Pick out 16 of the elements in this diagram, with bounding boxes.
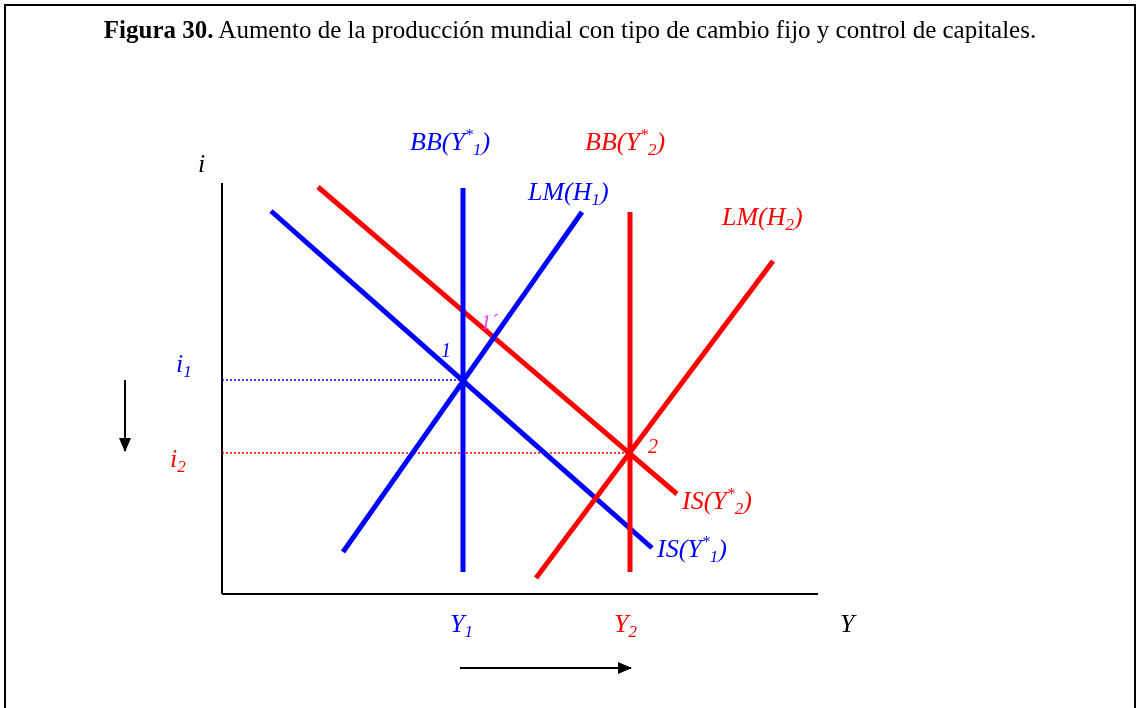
curve-label: BB(Y$^{*}$$_{2}$) — [585, 128, 666, 156]
curve-label: IS(Y$^{*}$$_{2}$) — [682, 487, 752, 515]
curve-label: IS(Y$^{*}$$_{1}$) — [657, 535, 727, 563]
axis-value-label: Y$_{2}$ — [614, 610, 637, 638]
curve-label: BB(Y$^{*}$$_{1}$) — [410, 128, 491, 156]
figure-title: Figura 30. Aumento de la producción mundial con tipo de cambio fijo y control de capitales. — [102, 15, 1038, 45]
axis-label: i — [198, 150, 206, 178]
axis-value-label: i$_{2}$ — [170, 445, 186, 473]
curve-label: LM(H$_{2}$) — [722, 203, 803, 231]
axis-label: Y — [840, 610, 855, 638]
axis-value-label: Y$_{1}$ — [450, 610, 473, 638]
point-label: 1 — [441, 338, 451, 363]
point-label: 1´ — [481, 310, 498, 335]
point-label: 2 — [648, 434, 658, 459]
axis-value-label: i$_{1}$ — [176, 350, 192, 378]
curve-label: LM(H$_{1}$) — [528, 178, 609, 206]
